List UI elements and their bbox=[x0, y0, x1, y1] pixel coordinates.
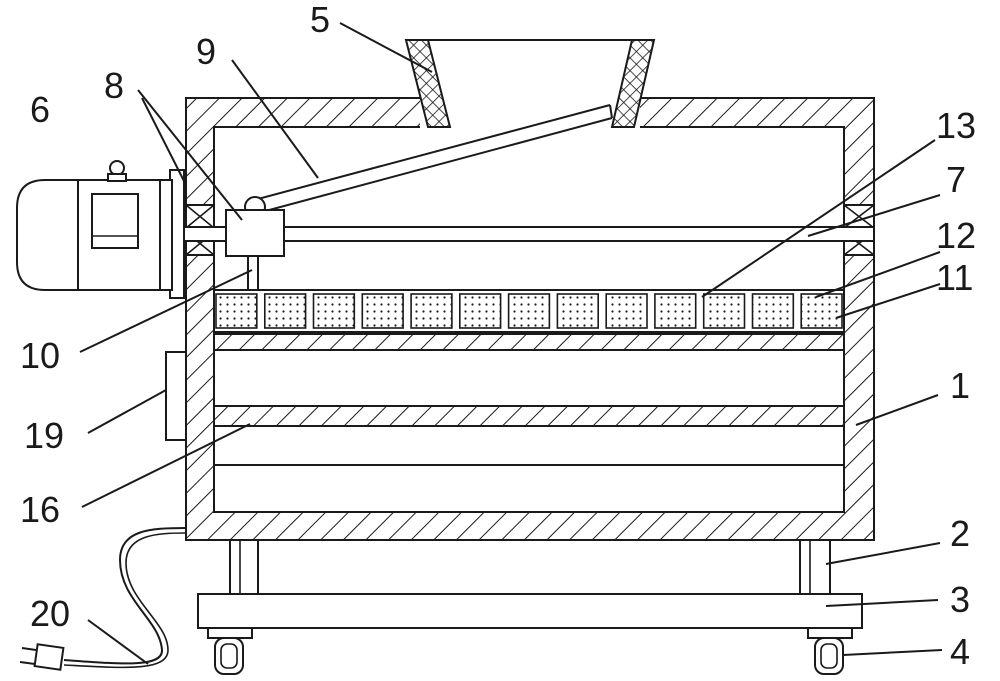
leader-6 bbox=[141, 97, 187, 186]
plug-prong-top bbox=[21, 647, 37, 651]
crank-block bbox=[225, 209, 285, 257]
link-rod-end bbox=[609, 104, 613, 119]
upper-plate bbox=[213, 333, 845, 351]
label-1: 1 bbox=[950, 365, 970, 406]
mesh-cell bbox=[654, 293, 697, 329]
drawer-plate bbox=[213, 405, 845, 427]
screen-frame bbox=[213, 289, 845, 333]
leader-7 bbox=[807, 194, 941, 237]
leader-4 bbox=[842, 649, 943, 656]
right-bearing-cross bbox=[843, 204, 875, 256]
motor-lifting-eye bbox=[109, 160, 125, 176]
hopper-right-wall bbox=[610, 39, 656, 128]
leader-2 bbox=[825, 542, 941, 565]
right-leg bbox=[799, 539, 831, 595]
power-cord bbox=[19, 527, 187, 671]
part-labels: 5 6 8 9 10 19 16 20 13 7 12 11 1 2 3 4 bbox=[20, 0, 976, 672]
control-box bbox=[165, 351, 187, 441]
label-2: 2 bbox=[950, 513, 970, 554]
wheels bbox=[207, 627, 853, 675]
base-plate bbox=[197, 593, 863, 629]
left-wheel-hub bbox=[220, 643, 238, 669]
leader-lines bbox=[79, 22, 943, 665]
drive-motor bbox=[16, 160, 185, 299]
leader-5 bbox=[339, 22, 433, 73]
mesh-cell bbox=[361, 293, 404, 329]
leader-11 bbox=[835, 283, 941, 319]
mesh-cell bbox=[507, 293, 551, 329]
right-wheel-hub bbox=[820, 643, 838, 669]
support-frame bbox=[197, 539, 863, 629]
link-rod-bottom bbox=[257, 117, 613, 214]
motor-junction-box bbox=[91, 193, 139, 249]
leader-9 bbox=[231, 59, 319, 179]
label-20: 20 bbox=[30, 593, 70, 634]
mesh-cell bbox=[556, 293, 600, 329]
label-5: 5 bbox=[310, 0, 330, 40]
leader-3 bbox=[825, 599, 939, 607]
mesh-cells bbox=[215, 293, 843, 329]
mesh-cell bbox=[263, 293, 307, 329]
leader-13 bbox=[701, 139, 936, 298]
left-leg bbox=[229, 539, 259, 595]
mesh-cell bbox=[751, 293, 795, 329]
link-rod-top bbox=[253, 104, 611, 201]
feed-hopper bbox=[404, 39, 656, 130]
label-4: 4 bbox=[950, 631, 970, 672]
label-11: 11 bbox=[936, 257, 973, 298]
hopper-opening bbox=[420, 96, 640, 130]
mesh-cell bbox=[410, 293, 453, 329]
mesh-cell bbox=[605, 293, 648, 329]
hopper-left-wall bbox=[404, 39, 452, 128]
leader-1 bbox=[855, 394, 939, 426]
right-wheel-mount bbox=[807, 627, 853, 639]
label-6: 6 bbox=[30, 89, 50, 130]
left-wheel-mount bbox=[207, 627, 253, 639]
leader-16 bbox=[81, 423, 251, 508]
label-19: 19 bbox=[24, 415, 64, 456]
power-cable bbox=[63, 527, 187, 665]
mesh-cell bbox=[702, 293, 746, 329]
plug-prong-bottom bbox=[19, 661, 36, 665]
label-12: 12 bbox=[936, 215, 976, 256]
label-9: 9 bbox=[196, 31, 216, 72]
left-bearing-cross bbox=[185, 204, 215, 256]
leader-20 bbox=[87, 619, 149, 665]
leader-12 bbox=[815, 251, 941, 298]
label-16: 16 bbox=[20, 489, 60, 530]
motor-end-cap bbox=[159, 179, 173, 291]
leader-8 bbox=[137, 89, 243, 221]
leader-10 bbox=[79, 269, 253, 353]
crank-mechanism bbox=[225, 104, 613, 311]
label-7: 7 bbox=[946, 159, 966, 200]
mesh-cell bbox=[458, 293, 502, 329]
mesh-cell bbox=[800, 293, 843, 329]
mesh-cell bbox=[312, 293, 356, 329]
leader-19 bbox=[87, 389, 167, 434]
label-8: 8 bbox=[104, 65, 124, 106]
label-13: 13 bbox=[936, 105, 976, 146]
plug-body bbox=[33, 643, 65, 671]
label-3: 3 bbox=[950, 579, 970, 620]
power-cable-inner bbox=[63, 532, 187, 669]
mesh-cell bbox=[215, 293, 258, 329]
label-10: 10 bbox=[20, 335, 60, 376]
lifting-eye-base bbox=[107, 173, 127, 182]
